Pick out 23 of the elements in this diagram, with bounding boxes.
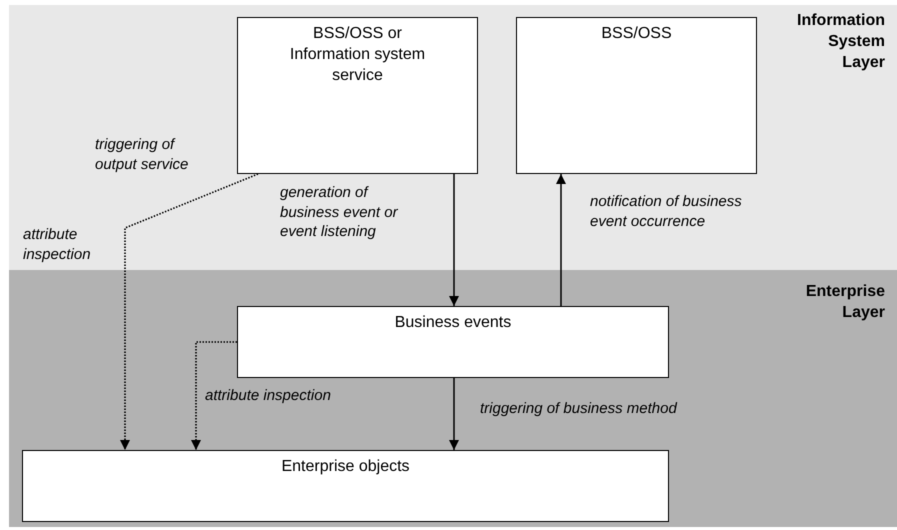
dotted-arrow [120,173,258,450]
layer-title: Information System Layer [796,11,885,73]
box-label: Business events [394,313,512,333]
annotation-text: attribute inspection [23,225,92,264]
edge-label: notification of business event occurrence [590,192,743,231]
system-box [237,17,478,174]
system-box [516,17,757,174]
box-label: Enterprise objects [280,457,411,477]
box-label: BSS/OSS [600,24,673,44]
process-box [237,306,669,378]
edge-label: triggering of output service [95,135,190,174]
object-box [22,450,669,522]
arrow [449,378,459,450]
arrow [556,174,566,306]
edge-label: attribute inspection [205,386,332,406]
layer-band [9,270,897,527]
box-label: BSS/OSS or Information system service [288,24,426,86]
edge-label: triggering of business method [480,399,678,418]
edge-label: generation of business event or event listening [280,183,399,242]
arrow [449,174,459,306]
dotted-arrow [191,341,237,450]
layer-title: Enterprise Layer [804,282,885,323]
layer-band [9,5,897,270]
